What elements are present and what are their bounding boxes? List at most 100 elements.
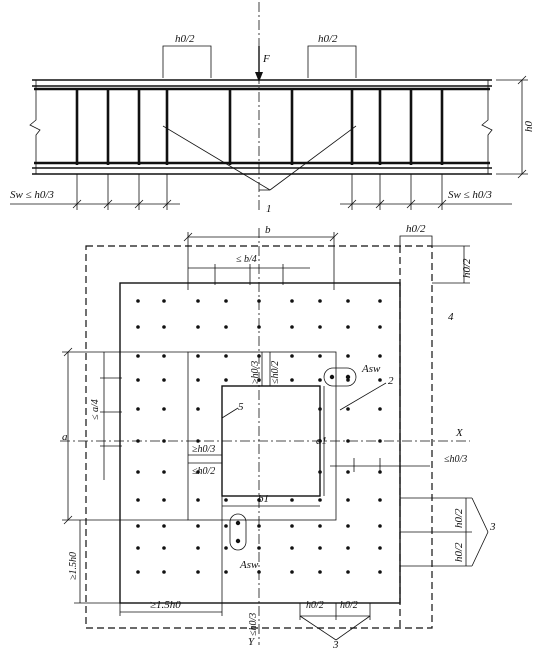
stirrup-dot: [224, 299, 228, 303]
stirrup-dot: [318, 498, 322, 502]
stirrup-dot: [378, 407, 382, 411]
stirrup-dot: [257, 378, 261, 382]
stirrup-dot: [378, 570, 382, 574]
callout-4: 4: [448, 311, 454, 323]
label-ge-1-5h0-h: ≥1.5h0: [150, 599, 181, 611]
stirrup-dot: [378, 546, 382, 550]
stirrup-dot: [196, 439, 200, 443]
stirrup-dot: [378, 299, 382, 303]
stirrup-dot: [136, 524, 140, 528]
stirrup-dot: [196, 378, 200, 382]
callout-5: 5: [238, 401, 244, 413]
force-arrowhead: [255, 72, 263, 82]
label-axis-x: X: [455, 427, 464, 439]
label-a: a: [62, 431, 68, 443]
callout-2: 2: [388, 375, 394, 387]
stirrup-dot: [378, 378, 382, 382]
label-h0-half-left: h0/2: [175, 33, 195, 45]
stirrup-dot: [346, 570, 350, 574]
stirrup-dot: [224, 354, 228, 358]
stirrup-dot: [162, 498, 166, 502]
stirrup-dot: [196, 470, 200, 474]
stirrup-dot: [162, 570, 166, 574]
label-asw-bottom: Asw: [239, 559, 259, 571]
stirrup-dot: [224, 546, 228, 550]
label-bottom-h0-half-1: h0/2: [306, 600, 324, 611]
stirrup-dot: [290, 325, 294, 329]
stirrup-dot: [346, 470, 350, 474]
stirrup-dot: [257, 498, 261, 502]
label-b1: b1: [258, 493, 269, 505]
stirrup-zone-outline: [119, 282, 401, 604]
stirrup-dot: [378, 439, 382, 443]
slab-plan: b h0/2 h0/2 ≤ b/4 4 ≥h0/3 ≤h0/2 Asw 2 5 …: [60, 223, 496, 650]
stirrup-dot: [346, 378, 350, 382]
stirrup-dot: [318, 570, 322, 574]
stirrup-dot: [290, 354, 294, 358]
label-right-h0-half-1: h0/2: [461, 258, 473, 278]
label-le-h0-3-right: ≤h0/3: [444, 454, 467, 465]
label-spacing-left: Sw ≤ h0/3: [10, 189, 54, 201]
stirrup-dot: [136, 299, 140, 303]
stirrup-dot: [318, 354, 322, 358]
stirrup-dot: [346, 299, 350, 303]
stirrup-dot: [224, 570, 228, 574]
stirrup-dot: [136, 470, 140, 474]
stirrup-dot: [378, 524, 382, 528]
stirrup-dot: [224, 378, 228, 382]
label-h0-half-right: h0/2: [318, 33, 338, 45]
label-top-right-h0-half: h0/2: [406, 223, 426, 235]
stirrup-dot: [162, 378, 166, 382]
stirrup-dot: [196, 546, 200, 550]
stirrup-dot: [318, 299, 322, 303]
slab-elevation: h0/2 h0/2 F h0 Sw ≤ h0/3 Sw ≤ h0/3 1: [10, 2, 535, 215]
stirrup-dot: [136, 498, 140, 502]
label-b-over-4: ≤ b/4: [236, 254, 257, 265]
callout-3-bottom: 3: [332, 639, 339, 650]
stirrup-dot: [290, 546, 294, 550]
stirrup-dot: [290, 498, 294, 502]
stirrup-dot: [196, 498, 200, 502]
callout-1: 1: [266, 203, 272, 215]
stirrup-dot: [346, 546, 350, 550]
stirrup-dot: [290, 299, 294, 303]
stirrup-dot: [224, 498, 228, 502]
label-width-b: b: [265, 224, 271, 236]
stirrup-dot: [136, 546, 140, 550]
stirrup-dot: [136, 570, 140, 574]
stirrup-dot: [224, 325, 228, 329]
label-le-h0-2-v: ≤h0/2: [270, 361, 281, 384]
stirrup-dot: [318, 470, 322, 474]
callout-3-right: 3: [489, 521, 496, 533]
stirrup-dot: [346, 325, 350, 329]
stirrup-dot: [162, 354, 166, 358]
stirrup-dot: [136, 407, 140, 411]
stirrup-dot: [346, 439, 350, 443]
stirrup-dot: [196, 299, 200, 303]
stirrup-dot: [162, 524, 166, 528]
stirrup-dot: [257, 325, 261, 329]
stirrup-dot: [346, 524, 350, 528]
stirrup-dot: [136, 378, 140, 382]
stirrup-dot: [162, 439, 166, 443]
label-right-h0-half-3: h0/2: [453, 542, 465, 562]
label-le-h0-2-h: ≤h0/2: [192, 466, 215, 477]
stirrup-dot: [162, 470, 166, 474]
stirrup-dot: [346, 407, 350, 411]
stirrup-dot: [290, 378, 294, 382]
stirrup-dot: [346, 354, 350, 358]
stirrup-dot: [257, 524, 261, 528]
stirrup-dot: [290, 524, 294, 528]
stirrup-dot: [346, 498, 350, 502]
label-axis-y: Y: [248, 636, 256, 648]
stirrup-dot: [224, 524, 228, 528]
asw-top-marker: [323, 367, 357, 387]
stirrup-dot: [136, 354, 140, 358]
label-ge-h0-3-v: ≥h0/3: [250, 361, 261, 384]
label-ge-1-5h0-v: ≥1.5h0: [68, 552, 79, 580]
stirrup-dot: [257, 570, 261, 574]
stirrup-dot: [162, 299, 166, 303]
stirrup-dot: [196, 407, 200, 411]
stirrup-dot: [162, 546, 166, 550]
